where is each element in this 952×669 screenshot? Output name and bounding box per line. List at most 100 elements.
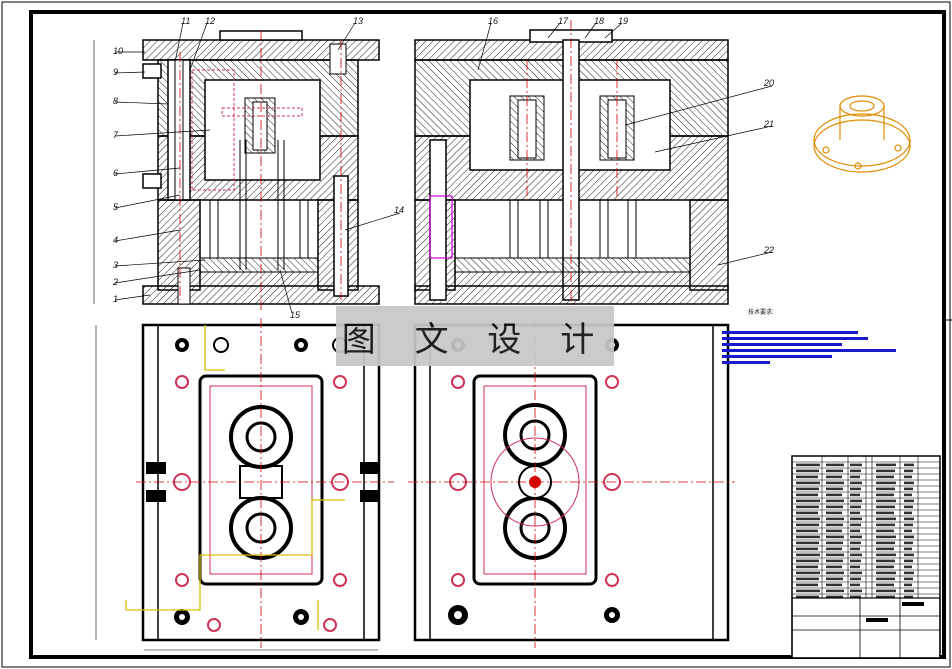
plan-view-left <box>95 318 394 651</box>
bom-cell-text <box>904 511 912 515</box>
bom-cell-text <box>876 541 895 545</box>
bom-cell-text <box>826 583 842 587</box>
bom-cell-text <box>796 571 820 575</box>
bom-cell-text <box>904 553 914 557</box>
bom-cell-text <box>876 547 894 551</box>
bom-cell-text <box>796 565 818 569</box>
bom-cell-text <box>826 487 843 491</box>
callout-2: 2 <box>112 277 118 287</box>
bom-cell-text <box>876 517 896 521</box>
bom-cell-text <box>876 487 895 491</box>
bom-cell-text <box>876 493 894 497</box>
bom-cell-text <box>796 529 818 533</box>
bom-cell-text <box>796 589 820 593</box>
callout-6: 6 <box>113 168 118 178</box>
bom-cell-text <box>876 511 894 515</box>
bom-cell-text <box>796 463 820 467</box>
bom-cell-text <box>850 475 860 479</box>
watermark: 图 文 设 计 <box>336 306 614 366</box>
bom-cell-text <box>796 517 820 521</box>
bom-cell-text <box>876 523 895 527</box>
bom-cell-text <box>904 463 914 467</box>
tech-requirements-label: 技术要求: <box>748 310 774 316</box>
bom-cell-text <box>826 505 843 509</box>
callout-20: 20 <box>763 78 774 88</box>
bom-cell-text <box>850 571 862 575</box>
bom-cell-text <box>796 541 819 545</box>
bom-cell-text <box>876 559 895 563</box>
bom-cell-text <box>796 511 818 515</box>
bom-cell-text <box>904 481 914 485</box>
bom-cell-text <box>904 541 913 545</box>
bom-cell-text <box>876 595 895 599</box>
bom-cell-text <box>850 481 862 485</box>
bom-cell-text <box>904 523 913 527</box>
bom-cell-text <box>826 565 842 569</box>
bom-cell-text <box>826 535 844 539</box>
bom-cell-text <box>826 559 843 563</box>
bom-cell-text <box>904 577 913 581</box>
bom-cell-text <box>796 469 819 473</box>
bom-cell-text <box>850 463 862 467</box>
bom-cell-text <box>850 511 860 515</box>
callout-13: 13 <box>353 16 363 26</box>
bom-cell-text <box>826 595 843 599</box>
bom-cell-text <box>796 475 818 479</box>
bom-cell-text <box>876 577 895 581</box>
bom-cell-text <box>876 565 894 569</box>
bom-cell-text <box>904 589 914 593</box>
bom-cell-text <box>876 553 896 557</box>
section-view-left <box>93 30 380 310</box>
bom-cell-text <box>904 505 913 509</box>
bom-cell-text <box>796 595 819 599</box>
bom-cell-text <box>826 517 844 521</box>
bom-cell-text <box>796 559 819 563</box>
bom-cell-text <box>904 529 912 533</box>
bom-cell-text <box>904 535 914 539</box>
section-view-right <box>414 20 729 310</box>
bom-cell-text <box>826 529 842 533</box>
bom-cell-text <box>904 571 914 575</box>
bom-cell-text <box>904 595 913 599</box>
bom-cell-text <box>850 553 862 557</box>
bom-cell-text <box>796 487 819 491</box>
callout-17: 17 <box>558 16 569 26</box>
bom-cell-text <box>876 505 895 509</box>
bom-cell-text <box>850 541 861 545</box>
bom-cell-text <box>876 583 894 587</box>
callout-15: 15 <box>290 310 301 320</box>
bom-cell-text <box>850 505 861 509</box>
bom-cell-text <box>850 577 861 581</box>
bom-cell-text <box>850 589 862 593</box>
bom-cell-text <box>850 517 862 521</box>
callout-18: 18 <box>594 16 604 26</box>
bom-cell-text <box>850 499 862 503</box>
bom-cell-text <box>850 493 860 497</box>
bill-of-materials <box>791 455 941 659</box>
bom-cell-text <box>904 565 912 569</box>
bom-cell-text <box>796 505 819 509</box>
bom-cell-text <box>850 529 860 533</box>
callout-16: 16 <box>488 16 498 26</box>
bom-cell-text <box>876 535 896 539</box>
bom-cell-text <box>876 469 895 473</box>
technical-requirements <box>722 331 896 364</box>
bom-cell-text <box>826 571 844 575</box>
bom-cell-text <box>796 523 819 527</box>
bom-cell-text <box>826 493 842 497</box>
callout-7: 7 <box>113 130 119 140</box>
bom-cell-text <box>826 499 844 503</box>
bom-cell-text <box>876 499 896 503</box>
bom-cell-text <box>826 511 842 515</box>
callout-11: 11 <box>181 16 190 26</box>
callout-leaders <box>114 22 773 314</box>
bom-cell-text <box>850 559 861 563</box>
bom-cell-text <box>826 547 842 551</box>
bom-cell-text <box>826 553 844 557</box>
bom-cell-text <box>850 469 861 473</box>
bom-cell-text <box>876 589 896 593</box>
bom-cell-text <box>876 475 894 479</box>
callout-22: 22 <box>763 245 774 255</box>
callout-19: 19 <box>618 16 628 26</box>
